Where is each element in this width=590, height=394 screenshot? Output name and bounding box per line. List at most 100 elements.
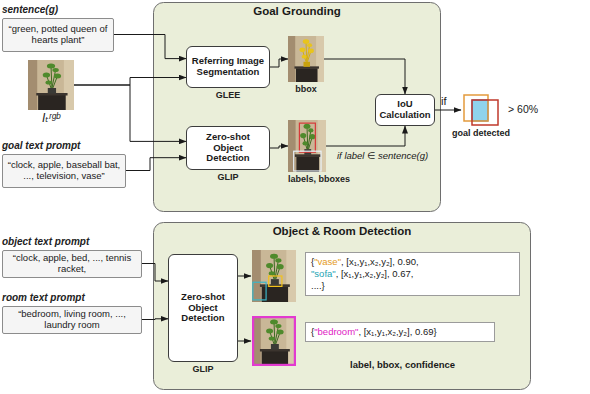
connector-arrow [74,85,186,141]
box-outline: {"bedroom", [x₁,y₁,x₂,y₂], 0.69} [305,322,495,342]
graphic-part [307,43,312,47]
prompt-box: goal text prompt “clock, apple, baseball … [2,140,126,188]
graphic-part [45,81,51,85]
graphic-part [302,141,307,145]
edge-label: if label ∈ sentence(g) [336,151,429,162]
graphic-part [52,68,58,72]
graphic-part [275,258,281,262]
graphic-part [277,264,284,269]
annotation-label: label, bbox, confidence [350,360,455,371]
graphic-part [54,74,61,79]
heading-text: goal text prompt [2,140,80,152]
box-outline: IoU Calculation [375,94,435,126]
connector-arrow [326,126,405,146]
box-text: IoU Calculation [379,99,430,121]
annotation-label: if [441,95,447,108]
model-box: IoU Calculation [375,94,435,126]
box-text: “clock, apple, baseball bat, ..., televi… [7,160,121,182]
box-text: Referring Image Segmentation [191,56,265,78]
box-outline: “clock, apple, bed, ..., tennis racket, [2,250,142,278]
graphic-part [252,316,296,366]
graphic-part [300,133,306,138]
result-line: {"vase", [x₁,y₁,x₂,y₂], 0.90, [311,256,514,268]
connector-arrow [74,78,186,86]
model-box: Zero-shot Object DetectionGLIP [186,126,270,182]
result-text: , [x₁,y₁,x₂,y₂], 0.67, [336,268,414,279]
result-line: {"bedroom", [x₁,y₁,x₂,y₂], 0.69} [311,326,489,338]
result-text: { [311,326,314,337]
box-outline: “green, potted queen of hearts plant” [2,18,114,52]
graphic-part [252,250,296,302]
graphic-part [28,60,74,110]
graphic-part [302,55,307,59]
graphic-part [43,73,50,78]
graphic-part [464,95,488,121]
arrow-line [238,341,251,342]
caption-text: GLIP [217,172,238,182]
connector-arrow [126,158,186,171]
photo-image [28,60,74,110]
result-text: { [311,256,314,267]
heading-text: object text prompt [2,236,89,248]
graphic-part [271,279,279,285]
caption-text: Iₜʳᵍᵇ [42,112,60,126]
graphic-part [253,282,266,300]
box-outline: Zero-shot Object Detection [186,126,270,170]
overlap-icon [461,93,501,127]
graphic-part [269,337,275,341]
picture-layer [238,250,296,366]
result-line: ....} [311,280,514,292]
graphic-part [275,326,279,344]
graphic-part [299,123,315,152]
box-outline: “clock, apple, baseball bat, ..., televi… [2,154,126,188]
box-text: “bedroom, living room, ..., laundry room [7,309,137,331]
photo-image [252,316,296,366]
heading-text: sentence(g) [2,4,58,16]
box-text: Zero-shot Object Detection [173,292,233,325]
graphic-part [296,68,318,82]
result-box: {"bedroom", [x₁,y₁,x₂,y₂], 0.69} [305,322,495,342]
panel-title: Goal Grounding [153,5,441,18]
caption-text: GLEE [216,90,241,100]
panel-ground [154,223,531,390]
caption-text: GLIP [192,364,213,374]
result-text: "bedroom" [314,326,358,337]
box-outline: {"vase", [x₁,y₁,x₂,y₂], 0.90,"sofa", [x₁… [305,252,520,296]
connector-arrow [270,146,288,148]
graphic-part [288,36,324,82]
graphic-part [308,128,313,132]
box-text: Zero-shot Object Detection [191,132,265,165]
graphic-part [38,95,66,110]
graphic-part [47,64,55,69]
graphic-part [253,317,295,365]
result-text: "sofa" [311,268,336,279]
connector-arrow [142,264,168,282]
model-box: Zero-shot Object DetectionGLIP [168,254,238,374]
graphic-part [52,70,56,88]
result-line: "sofa", [x₁,y₁,x₂,y₂], 0.67, [311,268,514,280]
connector-arrow [324,59,405,94]
photo-image [288,36,324,82]
box-outline: Referring Image Segmentation [186,46,270,88]
graphic-part [294,151,321,171]
prompt-box: object text prompt “clock, apple, bed, ..… [2,236,142,278]
graphic-part [308,130,311,149]
connector-arrow [142,318,168,320]
graphic-part [309,134,315,139]
graphic-part [269,271,275,275]
graphic-part [275,324,281,328]
caption-text: goal detected [452,128,510,138]
photo-image [252,250,296,302]
caption-text: labels, bboxes [288,174,350,184]
caption-text: bbox [295,84,317,94]
photo-image [288,120,326,172]
graphic-part [472,100,488,121]
box-outline: “bedroom, living room, ..., laundry room [2,306,142,334]
graphic-part [266,263,273,268]
panel-ground [154,3,441,212]
connector-arrow [435,110,461,111]
graphic-part [472,100,498,125]
model-box: Referring Image SegmentationGLEE [186,46,270,100]
